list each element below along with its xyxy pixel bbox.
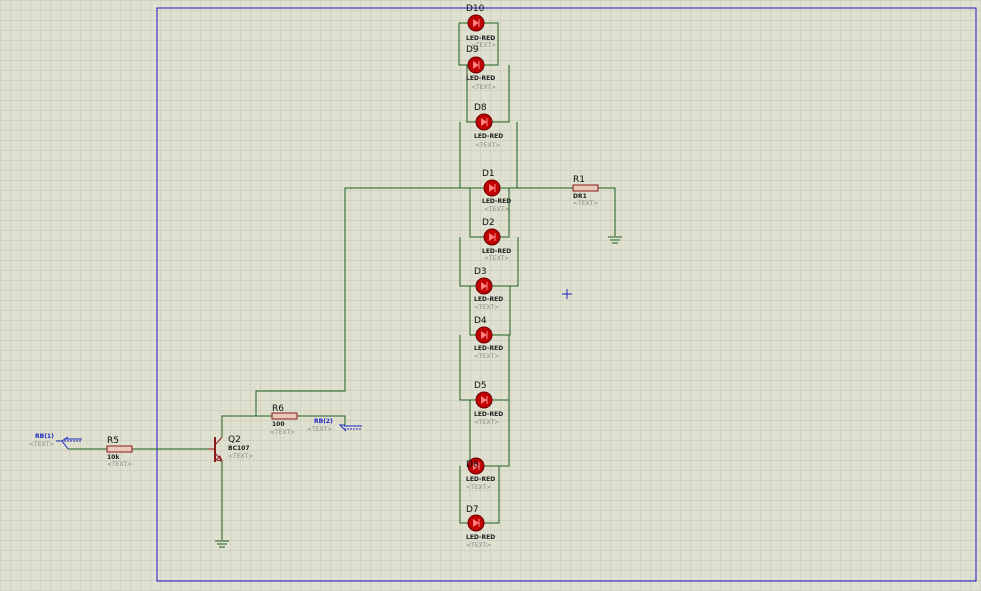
transistor-q2[interactable]: Q2 BC107 <TEXT> (208, 435, 253, 462)
diode-arrow-icon (481, 396, 487, 404)
r6-value: 100 (272, 421, 285, 428)
led-value: LED-RED (466, 476, 495, 483)
ground-q2 (215, 540, 229, 548)
led-text: <TEXT> (474, 419, 499, 426)
ground-r1 (608, 236, 622, 244)
led-value: LED-RED (482, 198, 511, 205)
diode-arrow-icon (473, 519, 479, 527)
led-text: <TEXT> (484, 206, 509, 213)
diode-arrow-icon (473, 19, 479, 27)
diode-arrow-icon (481, 331, 487, 339)
diode-arrow-icon (489, 233, 495, 241)
led-value: LED-RED (466, 35, 495, 42)
led-value: LED-RED (474, 133, 503, 140)
terminal-left-text: <TEXT> (29, 441, 54, 448)
led-ref: D5 (474, 381, 487, 391)
led-ref: D2 (482, 218, 495, 228)
led-ref: D4 (474, 316, 487, 326)
led-ref: D10 (466, 4, 485, 14)
led-ref: D8 (474, 103, 487, 113)
led-ref: D3 (474, 267, 487, 277)
diode-arrow-icon (473, 462, 479, 470)
led-value: LED-RED (474, 345, 503, 352)
led-ref: D9 (466, 45, 479, 55)
terminal-right-label: RB(2) (314, 418, 333, 425)
r5-ref: R5 (107, 436, 119, 446)
r5-value: 10k (107, 454, 120, 461)
led-value: LED-RED (474, 296, 503, 303)
r1-text: <TEXT> (573, 200, 598, 207)
led-value: LED-RED (482, 248, 511, 255)
terminal-left[interactable]: RB(1) <TEXT> (29, 433, 82, 450)
diode-arrow-icon (473, 61, 479, 69)
led-text: <TEXT> (471, 84, 496, 91)
q2-ref: Q2 (228, 435, 241, 445)
led-text: <TEXT> (474, 304, 499, 311)
terminal-left-label: RB(1) (35, 433, 54, 440)
diode-arrow-icon (481, 282, 487, 290)
resistor-r6[interactable]: R6 100 <TEXT> (270, 404, 298, 436)
resistor-r1[interactable]: R1 DR1 <TEXT> (572, 175, 599, 207)
q2-text: <TEXT> (228, 453, 253, 460)
q2-value: BC107 (228, 445, 250, 452)
led-ref: D7 (466, 505, 479, 515)
r6-ref: R6 (272, 404, 284, 414)
diode-arrow-icon (489, 184, 495, 192)
resistor-r5[interactable]: R5 10k <TEXT> (106, 436, 133, 468)
led-value: LED-RED (466, 75, 495, 82)
sheet-border (156, 7, 977, 582)
led-value: LED-RED (466, 534, 495, 541)
cursor-crosshair-icon (562, 289, 572, 299)
led-group: D10LED-RED<TEXT>D9LED-RED<TEXT>D8LED-RED… (466, 4, 511, 549)
led-text: <TEXT> (484, 255, 509, 262)
led-text: <TEXT> (466, 542, 491, 549)
diode-arrow-icon (481, 118, 487, 126)
led-text: <TEXT> (474, 353, 499, 360)
led-text: <TEXT> (466, 484, 491, 491)
r6-text: <TEXT> (270, 429, 295, 436)
terminal-right-text: <TEXT> (307, 426, 332, 433)
r1-value: DR1 (573, 193, 587, 200)
r5-text: <TEXT> (107, 461, 132, 468)
led-ref: D1 (482, 169, 495, 179)
r1-ref: R1 (573, 175, 585, 185)
led-value: LED-RED (474, 411, 503, 418)
led-text: <TEXT> (471, 42, 496, 49)
led-ref: D6 (466, 460, 479, 470)
led-text: <TEXT> (475, 142, 500, 149)
terminal-right[interactable]: RB(2) <TEXT> (307, 418, 362, 433)
